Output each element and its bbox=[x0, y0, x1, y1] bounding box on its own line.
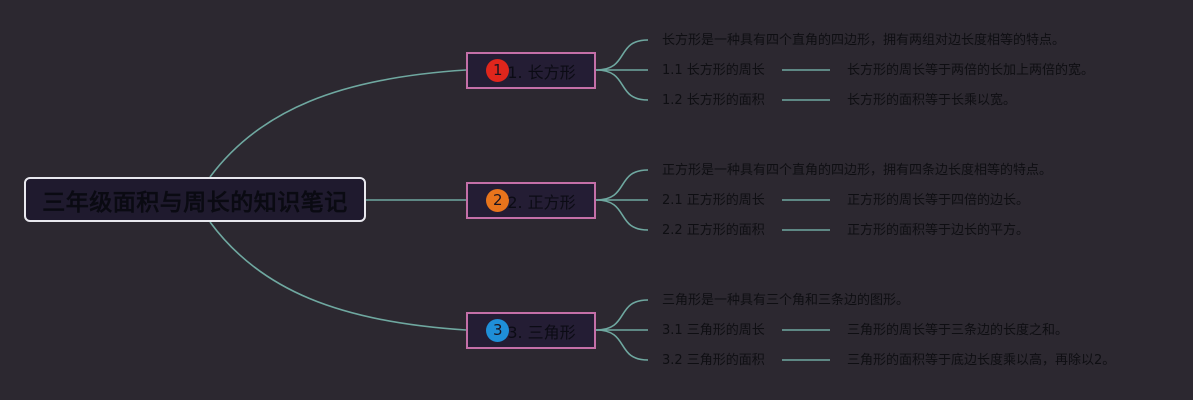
connector-topic-2-sub-2 bbox=[595, 199, 649, 231]
connector-root-topic-1 bbox=[209, 69, 467, 178]
sub-label-rectangle-area[interactable]: 1.2 长方形的面积 bbox=[662, 93, 765, 108]
topic-node-square[interactable]: 2 2. 正方形 bbox=[466, 182, 596, 219]
topic-node-rectangle[interactable]: 1 1. 长方形 bbox=[466, 52, 596, 89]
root-title: 三年级面积与周长的知识笔记 bbox=[42, 189, 348, 216]
sub-value-triangle-area[interactable]: 三角形的面积等于底边长度乘以高，再除以2。 bbox=[847, 353, 1116, 368]
topic-node-triangle[interactable]: 3 3. 三角形 bbox=[466, 312, 596, 349]
topic-label-square: 2. 正方形 bbox=[507, 192, 576, 212]
definition-rectangle[interactable]: 长方形是一种具有四个直角的四边形，拥有两组对边长度相等的特点。 bbox=[662, 33, 1066, 48]
connector-topic-1-sub-2 bbox=[595, 69, 649, 101]
root-node[interactable]: 三年级面积与周长的知识笔记 bbox=[24, 177, 366, 222]
sub-label-rectangle-perimeter[interactable]: 1.1 长方形的周长 bbox=[662, 63, 765, 78]
topic-label-triangle: 3. 三角形 bbox=[507, 322, 576, 342]
definition-triangle[interactable]: 三角形是一种具有三个角和三条边的图形。 bbox=[662, 293, 910, 308]
connector-topic-1-definition bbox=[595, 39, 649, 71]
sub-value-triangle-perimeter[interactable]: 三角形的周长等于三条边的长度之和。 bbox=[847, 323, 1069, 338]
connector-topic-3-sub-2 bbox=[595, 329, 649, 361]
sub-value-rectangle-perimeter[interactable]: 长方形的周长等于两倍的长加上两倍的宽。 bbox=[847, 63, 1095, 78]
topic-badge-3: 3 bbox=[486, 319, 510, 342]
sub-value-rectangle-area[interactable]: 长方形的面积等于长乘以宽。 bbox=[847, 93, 1017, 108]
definition-square[interactable]: 正方形是一种具有四个直角的四边形，拥有四条边长度相等的特点。 bbox=[662, 163, 1053, 178]
sub-value-square-perimeter[interactable]: 正方形的周长等于四倍的边长。 bbox=[847, 193, 1030, 208]
topic-badge-2: 2 bbox=[486, 189, 510, 212]
connector-topic-3-definition bbox=[595, 299, 649, 331]
topic-badge-1: 1 bbox=[486, 59, 510, 82]
connector-root-topic-3 bbox=[209, 221, 467, 331]
sub-label-triangle-perimeter[interactable]: 3.1 三角形的周长 bbox=[662, 323, 765, 338]
topic-label-rectangle: 1. 长方形 bbox=[507, 62, 576, 82]
sub-label-triangle-area[interactable]: 3.2 三角形的面积 bbox=[662, 353, 765, 368]
sub-label-square-area[interactable]: 2.2 正方形的面积 bbox=[662, 223, 765, 238]
connector-topic-2-definition bbox=[595, 169, 649, 201]
sub-value-square-area[interactable]: 正方形的面积等于边长的平方。 bbox=[847, 223, 1030, 238]
sub-label-square-perimeter[interactable]: 2.1 正方形的周长 bbox=[662, 193, 765, 208]
